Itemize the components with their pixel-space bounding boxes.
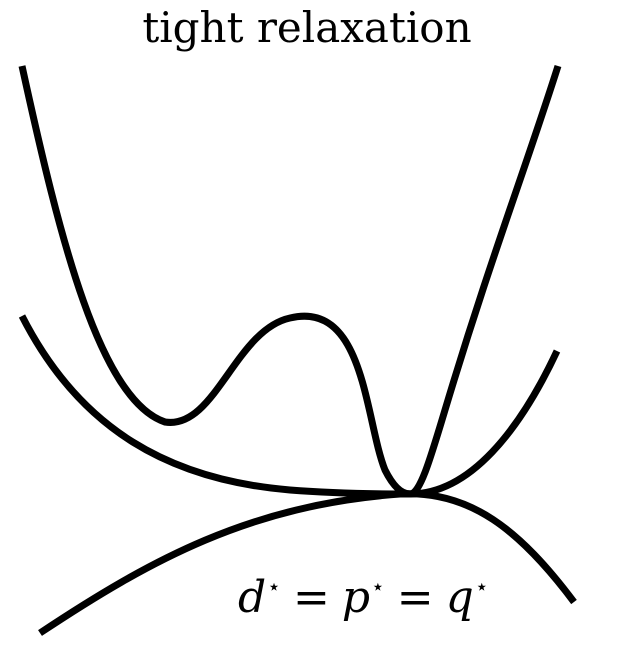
dual-optimal-symbol: d (238, 572, 267, 623)
dual-concave-curve (38, 490, 577, 636)
convex-relaxation-curve (18, 314, 561, 498)
primal-optimal-symbol: p (341, 572, 370, 623)
equals-sign-2: = (396, 572, 434, 623)
relaxation-optimal-symbol: q (445, 572, 474, 623)
star-superscript-q: ⋆ (474, 575, 489, 600)
optimal-values-equation: d⋆=p⋆=q⋆ (238, 560, 489, 626)
star-superscript-p: ⋆ (371, 575, 385, 600)
primal-nonconvex-curve (18, 64, 562, 498)
equals-sign-1: = (292, 572, 330, 623)
diagram-title: tight relaxation (142, 3, 472, 52)
star-superscript-d: ⋆ (267, 575, 281, 600)
